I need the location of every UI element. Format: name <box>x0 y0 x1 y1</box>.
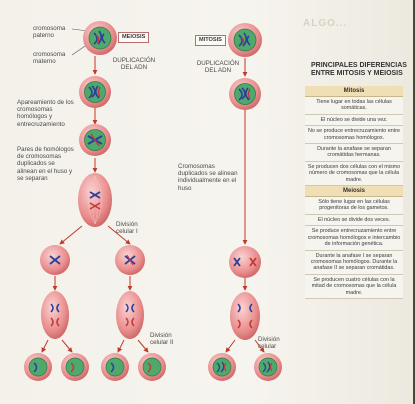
label-cromosoma-materno: cromosoma materno <box>33 51 66 66</box>
label-division-celular-mitosis: División celular <box>258 336 280 351</box>
final-cells-mitosis <box>208 353 282 381</box>
label-duplicacion-mitosis: DUPLICACIÓN DEL ADN <box>196 60 240 75</box>
mitosis-header: Mitosis <box>305 86 403 97</box>
meiosis-arrows <box>41 56 149 353</box>
cell-division2-right <box>116 291 144 339</box>
meiosis-header: Meiosis <box>305 186 403 198</box>
cell-mitosis-duplicated <box>229 78 261 110</box>
mitosis-item: Se producen dos células con el mismo núm… <box>305 161 403 187</box>
label-division-celular-2: División celular II <box>150 332 174 347</box>
cell-mitosis-metaphase <box>229 246 261 278</box>
mitosis-item: No se produce entrecruzamiento entre cro… <box>305 126 403 145</box>
cell-meiosis-duplicated <box>79 76 111 108</box>
cell-meiosis-start <box>83 21 117 55</box>
cell-division-diagram <box>24 21 282 381</box>
ghost-heading: ALGO... <box>303 18 348 29</box>
meiosis-item: Sólo tiene lugar en las células progenit… <box>305 197 403 215</box>
cell-pairing <box>79 124 111 156</box>
meiosis-item: El núcleo se divide dos veces. <box>305 214 403 227</box>
meiosis-item: Durante la anafase I se separan cromosom… <box>305 250 403 275</box>
mitosis-arrows <box>225 58 265 353</box>
label-cromosomas-duplicados: Cromosomas duplicados se alinean individ… <box>178 163 238 192</box>
cell-division2-left <box>41 291 69 339</box>
mitosis-item: Durante la anafase se separan cromátidas… <box>305 144 403 162</box>
label-pares-homologos: Pares de homólogos de cromosomas duplica… <box>17 146 74 182</box>
comparison-table: Mitosis Tiene lugar en todas las células… <box>305 86 403 299</box>
label-cromosoma-paterno: cromosoma paterno <box>33 25 66 40</box>
meiosis-item: Se produce entrecruzamiento entre cromos… <box>305 226 403 251</box>
label-duplicacion-meiosis: DUPLICACIÓN DEL ADN <box>112 57 156 72</box>
label-apareamiento: Apareamiento de los cromosomas homólogos… <box>17 99 74 128</box>
cell-mitosis-anaphase <box>230 292 260 340</box>
label-division-celular-1: División celular I <box>116 221 138 236</box>
final-cells-meiosis <box>24 353 166 381</box>
meiosis-item: Se producen cuatro células con la mitad … <box>305 274 403 299</box>
cell-spindle-meiosis <box>78 173 112 227</box>
panel-title: PRINCIPALES DIFERENCIAS ENTRE MITOSIS Y … <box>311 62 407 77</box>
meiosis-tag: MEIOSIS <box>118 32 150 43</box>
mitosis-item: Tiene lugar en todas las células somátic… <box>305 97 403 115</box>
cell-division1-left <box>40 245 70 275</box>
cell-mitosis-start <box>228 23 262 57</box>
mitosis-item: El núcleo se divide una vez. <box>305 114 403 127</box>
cell-division1-right <box>115 245 145 275</box>
mitosis-tag: MITOSIS <box>195 35 226 46</box>
